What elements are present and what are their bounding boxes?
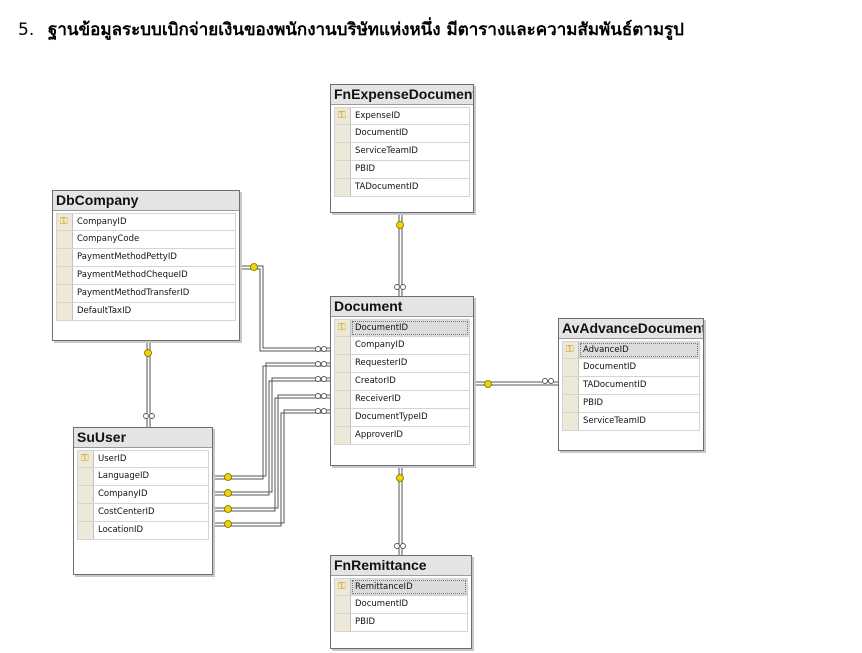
column-name: LanguageID	[98, 471, 149, 481]
column-row[interactable]: ⚿ UserID	[77, 450, 209, 468]
column-name: AdvanceID	[579, 342, 699, 358]
table-fnremittance[interactable]: FnRemittance ⚿ RemittanceID DocumentID PB…	[330, 555, 472, 649]
column-name: DocumentID	[355, 599, 409, 609]
column-row[interactable]: CompanyCode	[56, 231, 236, 249]
column-row[interactable]: DocumentID	[562, 359, 700, 377]
primary-key-icon: ⚿	[338, 110, 346, 121]
relationship-suuser-document	[213, 362, 330, 527]
table-dbcompany[interactable]: DbCompany ⚿ CompanyID CompanyCode Payment…	[52, 190, 240, 341]
column-row[interactable]: ServiceTeamID	[334, 143, 470, 161]
column-name: ServiceTeamID	[355, 146, 418, 156]
column-row[interactable]: PaymentMethodTransferID	[56, 285, 236, 303]
column-name: RequesterID	[355, 358, 408, 368]
table-title: Document	[331, 297, 473, 317]
column-row[interactable]: LocationID	[77, 522, 209, 540]
column-name: CostCenterID	[98, 507, 155, 517]
column-name: PaymentMethodTransferID	[77, 288, 190, 298]
column-name: LocationID	[98, 525, 144, 535]
column-name: RemittanceID	[351, 579, 467, 595]
column-row[interactable]: RequesterID	[334, 355, 470, 373]
primary-key-icon: ⚿	[60, 216, 68, 227]
column-name: DocumentID	[583, 362, 637, 372]
relationship-dbcompany-document	[240, 265, 330, 352]
question: 5. ฐานข้อมูลระบบเบิกจ่ายเงินของพนักงานบริ…	[18, 16, 684, 43]
question-text: ฐานข้อมูลระบบเบิกจ่ายเงินของพนักงานบริษั…	[48, 20, 684, 40]
column-row[interactable]: ⚿ DocumentID	[334, 319, 470, 337]
column-row[interactable]: CompanyID	[77, 486, 209, 504]
column-row[interactable]: PaymentMethodChequeID	[56, 267, 236, 285]
column-name: TADocumentID	[583, 380, 647, 390]
primary-key-icon: ⚿	[338, 322, 346, 333]
column-name: TADocumentID	[355, 182, 419, 192]
table-document[interactable]: Document ⚿ DocumentID CompanyID Requester…	[330, 296, 474, 466]
primary-key-icon: ⚿	[81, 453, 89, 464]
table-title: FnRemittance	[331, 556, 471, 576]
column-name: ReceiverID	[355, 394, 401, 404]
column-row[interactable]: DocumentTypeID	[334, 409, 470, 427]
primary-key-icon: ⚿	[338, 581, 346, 592]
column-name: CompanyID	[77, 217, 127, 227]
column-row[interactable]: DocumentID	[334, 125, 470, 143]
column-name: PBID	[583, 398, 604, 408]
column-name: ExpenseID	[355, 111, 401, 121]
column-row[interactable]: ⚿ ExpenseID	[334, 107, 470, 125]
column-name: CompanyID	[98, 489, 148, 499]
primary-key-icon: ⚿	[566, 344, 574, 355]
column-row[interactable]: ⚿ RemittanceID	[334, 578, 468, 596]
column-name: DocumentTypeID	[355, 412, 428, 422]
column-row[interactable]: ApproverID	[334, 427, 470, 445]
column-row[interactable]: PBID	[562, 395, 700, 413]
column-row[interactable]: CostCenterID	[77, 504, 209, 522]
question-number: 5.	[18, 20, 35, 40]
column-row[interactable]: TADocumentID	[562, 377, 700, 395]
column-row[interactable]: PBID	[334, 614, 468, 632]
table-suuser[interactable]: SuUser ⚿ UserID LanguageID CompanyID Cost…	[73, 427, 213, 575]
table-fnexpensedocument[interactable]: FnExpenseDocument ⚿ExpenseID DocumentID …	[330, 84, 474, 213]
column-row[interactable]: PaymentMethodPettyID	[56, 249, 236, 267]
column-name: DocumentID	[355, 128, 409, 138]
column-row[interactable]: DefaultTaxID	[56, 303, 236, 321]
column-row[interactable]: ServiceTeamID	[562, 413, 700, 431]
column-name: PBID	[355, 617, 376, 627]
table-title: AvAdvanceDocument	[559, 319, 703, 339]
column-row[interactable]: LanguageID	[77, 468, 209, 486]
column-row[interactable]: ⚿ AdvanceID	[562, 341, 700, 359]
table-title: SuUser	[74, 428, 212, 448]
column-row[interactable]: CreatorID	[334, 373, 470, 391]
table-avadvancedocument[interactable]: AvAdvanceDocument ⚿AdvanceID DocumentID …	[558, 318, 704, 451]
table-title: FnExpenseDocument	[331, 85, 473, 105]
column-row[interactable]: DocumentID	[334, 596, 468, 614]
column-row[interactable]: ReceiverID	[334, 391, 470, 409]
column-name: CreatorID	[355, 376, 396, 386]
column-name: ApproverID	[355, 430, 403, 440]
column-name: PaymentMethodPettyID	[77, 252, 177, 262]
one-side-key-markers	[144, 221, 492, 528]
column-row[interactable]: PBID	[334, 161, 470, 179]
many-side-markers	[143, 284, 554, 549]
column-name: DefaultTaxID	[77, 306, 132, 316]
column-name: UserID	[98, 454, 127, 464]
column-name: PaymentMethodChequeID	[77, 270, 188, 280]
column-row[interactable]: ⚿ CompanyID	[56, 213, 236, 231]
column-row[interactable]: TADocumentID	[334, 179, 470, 197]
column-name: PBID	[355, 164, 376, 174]
column-name: CompanyCode	[77, 234, 140, 244]
column-name: CompanyID	[355, 340, 405, 350]
column-name: ServiceTeamID	[583, 416, 646, 426]
column-row[interactable]: CompanyID	[334, 337, 470, 355]
table-title: DbCompany	[53, 191, 239, 211]
column-name: DocumentID	[351, 320, 469, 336]
